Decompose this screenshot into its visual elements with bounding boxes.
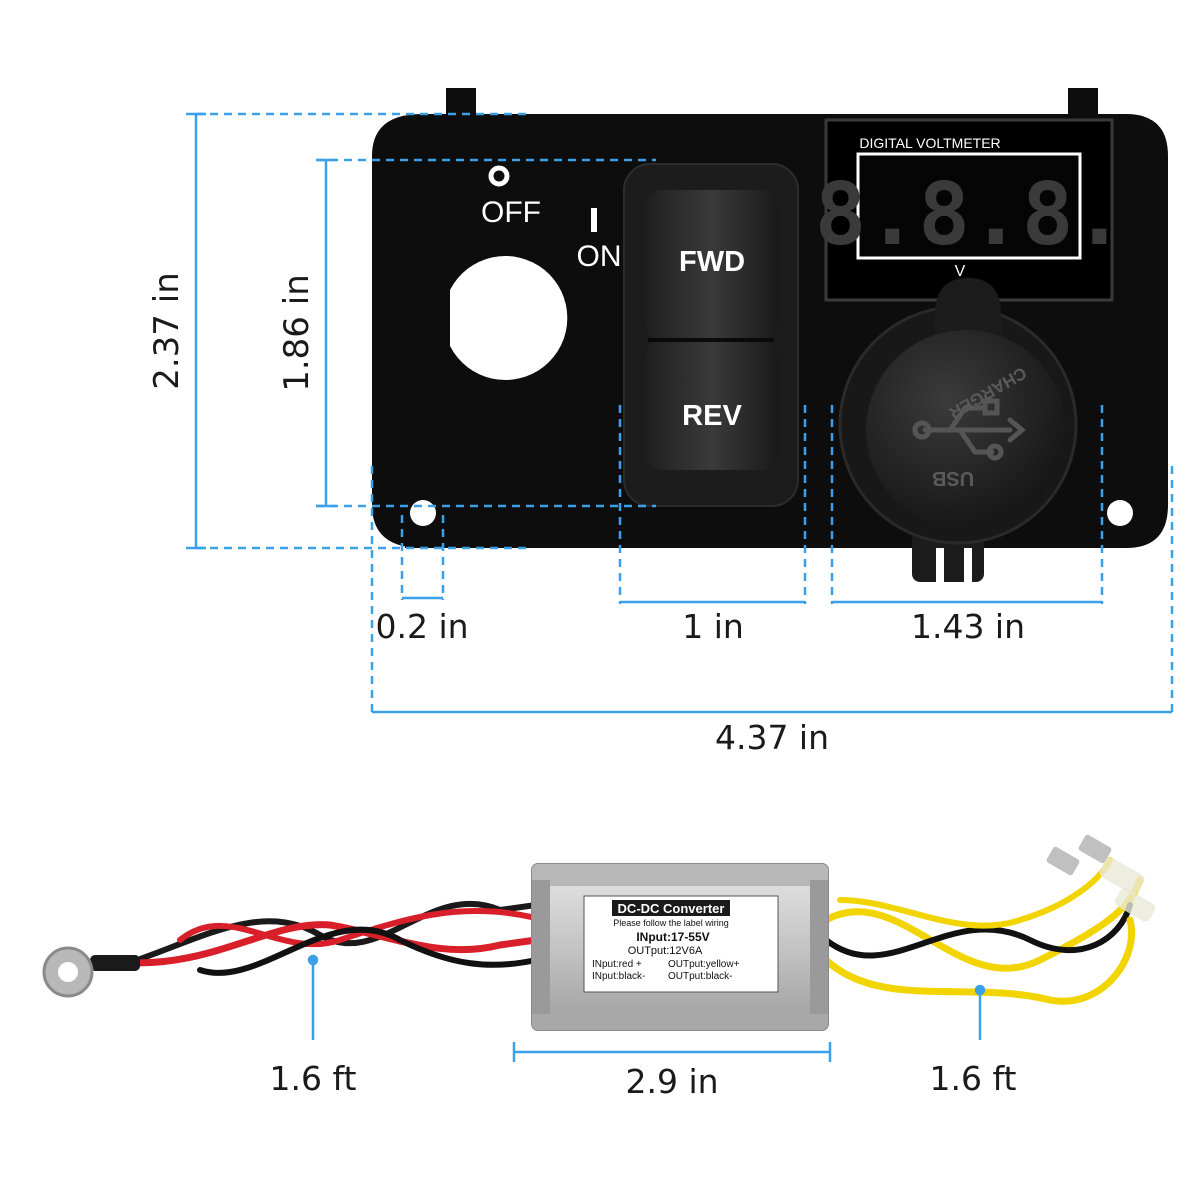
- dim-height-total-label: 2.37 in: [147, 272, 187, 390]
- off-indicator-icon: [488, 165, 510, 187]
- converter-input-black: INput:black-: [592, 971, 645, 982]
- voltmeter-display: [856, 152, 1082, 260]
- converter-output-yellow: OUTput:yellow+: [668, 959, 740, 970]
- panel-tab-right: [1068, 88, 1098, 118]
- converter-title: DC-DC Converter: [618, 901, 725, 916]
- spade-terminals-icon: [1046, 834, 1156, 922]
- usb-trident-icon: [912, 398, 1026, 461]
- fwd-rev-rocker-switch[interactable]: FWD REV: [623, 163, 799, 507]
- output-wire-harness: [822, 857, 1144, 1005]
- wire-dimension-lines: [307, 954, 986, 1062]
- dim-socket-width-label: 1.43 in: [911, 607, 1025, 646]
- converter-output-black: OUTput:black-: [668, 971, 732, 982]
- converter-body: DC-DC Converter Please follow the label …: [531, 863, 829, 1031]
- dim-converter-length-label: 2.9 in: [625, 1062, 718, 1101]
- voltmeter-digits: 8.8.8.: [815, 165, 1126, 265]
- usb-hinge-slot-left: [936, 548, 944, 582]
- usb-cap-bottom-label: USB: [932, 467, 974, 489]
- dc-dc-converter-assembly: DC-DC Converter Please follow the label …: [42, 834, 1156, 1031]
- usb-hinge-slot-right: [964, 548, 972, 582]
- fwd-label: FWD: [679, 246, 745, 278]
- dim-switch-width-label: 1 in: [682, 607, 744, 646]
- input-wire-harness: [116, 900, 540, 976]
- usb-cap-tab: [935, 278, 1001, 340]
- off-label: OFF: [481, 196, 541, 229]
- key-switch-hole: [450, 256, 568, 380]
- panel-dimension-lines: [186, 112, 1174, 716]
- on-label: ON: [577, 240, 622, 273]
- converter-subtitle: Please follow the label wiring: [613, 918, 729, 928]
- mounting-hole-left: [410, 500, 436, 526]
- mounting-hole-right: [1107, 500, 1133, 526]
- rocker-upper: [644, 190, 778, 340]
- digital-voltmeter: DIGITAL VOLTMETER 8.8.8. V: [815, 118, 1126, 302]
- converter-input-red: INput:red +: [592, 959, 642, 970]
- converter-input-spec: INput:17-55V: [636, 930, 709, 944]
- dim-panel-width-label: 4.37 in: [715, 718, 829, 757]
- converter-output-spec: OUTput:12V6A: [628, 945, 703, 957]
- rev-label: REV: [682, 400, 742, 432]
- dim-height-switch-label: 1.86 in: [277, 274, 317, 392]
- on-indicator-icon: [591, 208, 597, 232]
- control-panel: OFF ON FWD REV DIGITAL VOLTMETER 8.8.8. …: [372, 88, 1168, 582]
- ring-terminal-icon: [42, 946, 140, 998]
- usb-charger-socket[interactable]: CHARGER USB: [838, 278, 1078, 582]
- voltmeter-title: DIGITAL VOLTMETER: [859, 135, 1000, 151]
- dim-input-wire-label: 1.6 ft: [270, 1059, 357, 1098]
- dim-output-wire-label: 1.6 ft: [930, 1059, 1017, 1098]
- dim-hole-width-label: 0.2 in: [375, 607, 468, 646]
- voltmeter-unit: V: [955, 263, 966, 280]
- rocker-lower: [644, 340, 778, 470]
